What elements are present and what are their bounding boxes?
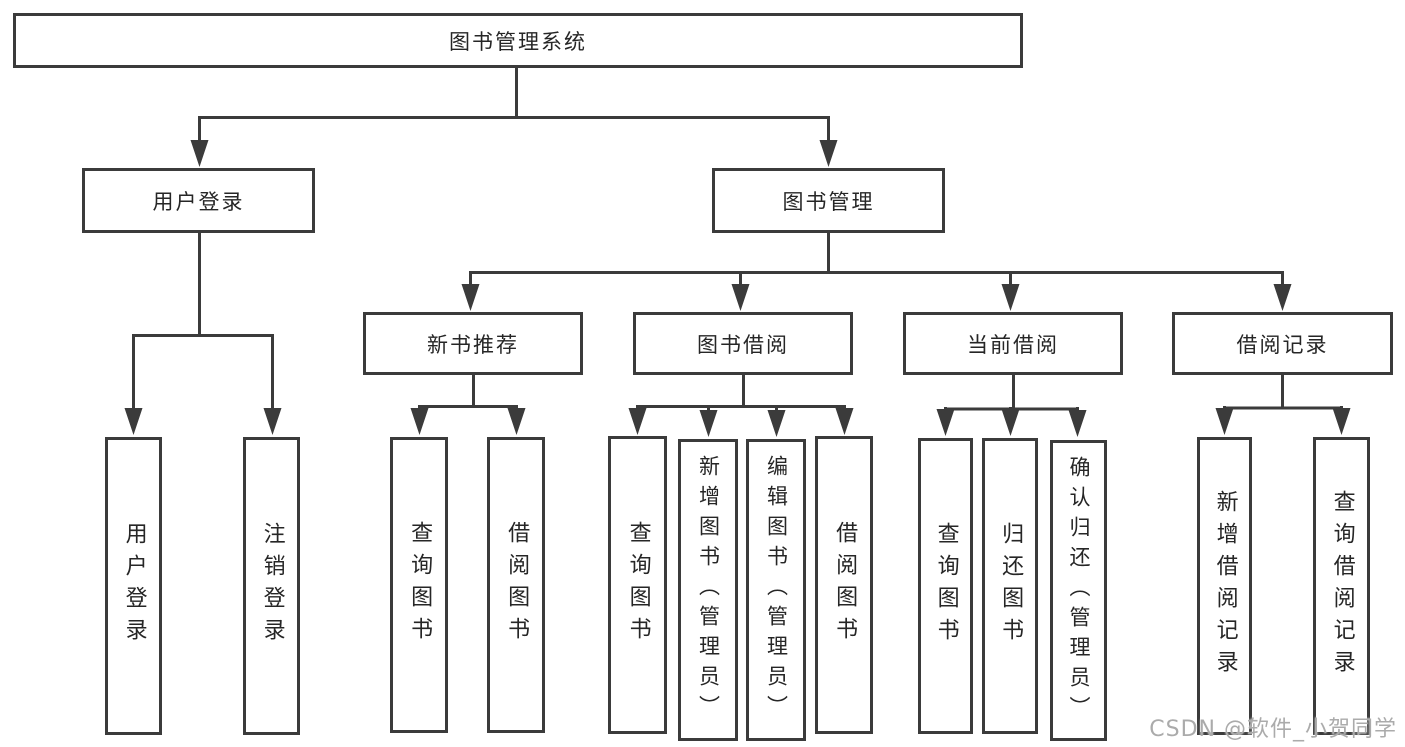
node-book-borrowing: 图书借阅 — [633, 312, 853, 375]
node-query-books-borrowing: 查询图书 — [608, 436, 667, 734]
node-add-book-admin: 新增图书（管理员） — [678, 439, 738, 741]
node-library-system: 图书管理系统 — [13, 13, 1023, 68]
watermark: CSDN @软件_小贺同学 — [1149, 717, 1397, 742]
node-user-login-leaf: 用户登录 — [105, 437, 162, 735]
node-borrowing-records: 借阅记录 — [1172, 312, 1393, 375]
node-add-borrow-record: 新增借阅记录 — [1197, 437, 1252, 735]
node-query-books-recommend: 查询图书 — [390, 437, 448, 733]
node-borrow-books-recommend: 借阅图书 — [487, 437, 545, 733]
node-book-management-branch: 图书管理 — [712, 168, 945, 233]
node-new-book-recommend: 新书推荐 — [363, 312, 583, 375]
node-query-borrow-record: 查询借阅记录 — [1313, 437, 1370, 735]
node-edit-book-admin: 编辑图书（管理员） — [746, 439, 806, 741]
node-query-books-current: 查询图书 — [918, 438, 973, 734]
node-logout-leaf: 注销登录 — [243, 437, 300, 735]
node-current-borrowing: 当前借阅 — [903, 312, 1123, 375]
node-confirm-return-admin: 确认归还（管理员） — [1050, 440, 1107, 741]
node-borrow-books-borrowing: 借阅图书 — [815, 436, 873, 734]
node-user-login-branch: 用户登录 — [82, 168, 315, 233]
node-return-books: 归还图书 — [982, 438, 1038, 734]
